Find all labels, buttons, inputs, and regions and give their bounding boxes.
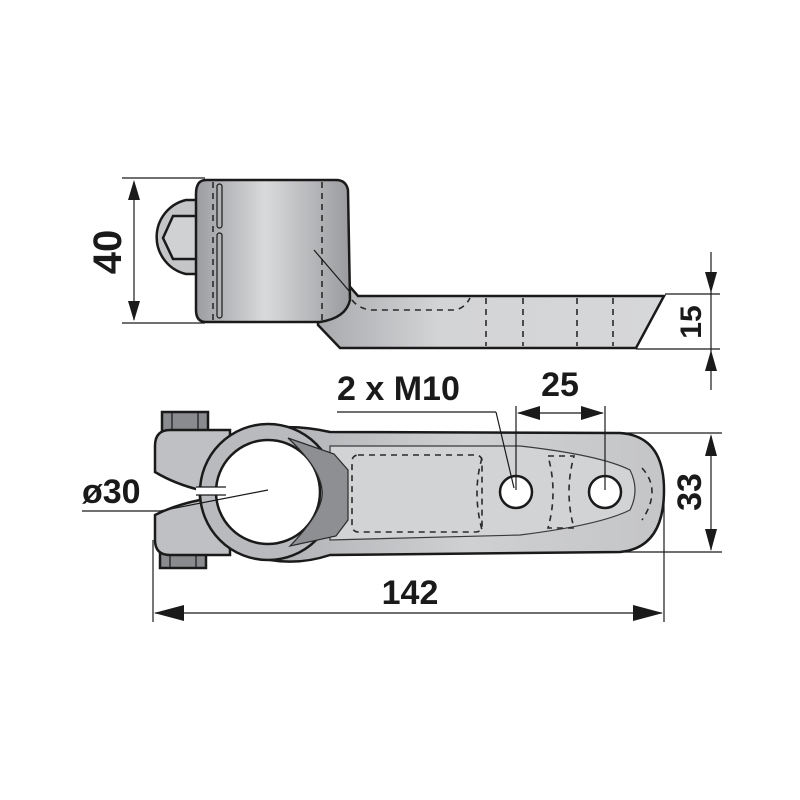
dimension-33: 33	[620, 432, 722, 553]
holes-label: 2 x M10	[337, 370, 460, 408]
side-cylinder	[194, 178, 352, 324]
height-label: 40	[86, 230, 130, 275]
dimension-diameter-30: ø30	[82, 473, 269, 512]
bore-diameter-label: ø30	[82, 473, 141, 511]
hole-spacing-label: 25	[541, 366, 579, 404]
flange-thickness-label: 15	[675, 305, 708, 338]
side-flange	[316, 246, 667, 350]
side-view: 40 15	[86, 177, 720, 390]
dimension-142: 142	[152, 490, 665, 622]
top-view: ø30 2 x M10 25	[82, 366, 722, 622]
dimension-15: 15	[636, 252, 720, 390]
dimension-25: 25	[515, 366, 606, 490]
dimension-holes-m10: 2 x M10	[337, 370, 515, 489]
length-label: 142	[382, 574, 439, 612]
dimension-40: 40	[86, 177, 205, 324]
width-label: 33	[671, 473, 709, 511]
chamfer-block	[287, 437, 349, 548]
